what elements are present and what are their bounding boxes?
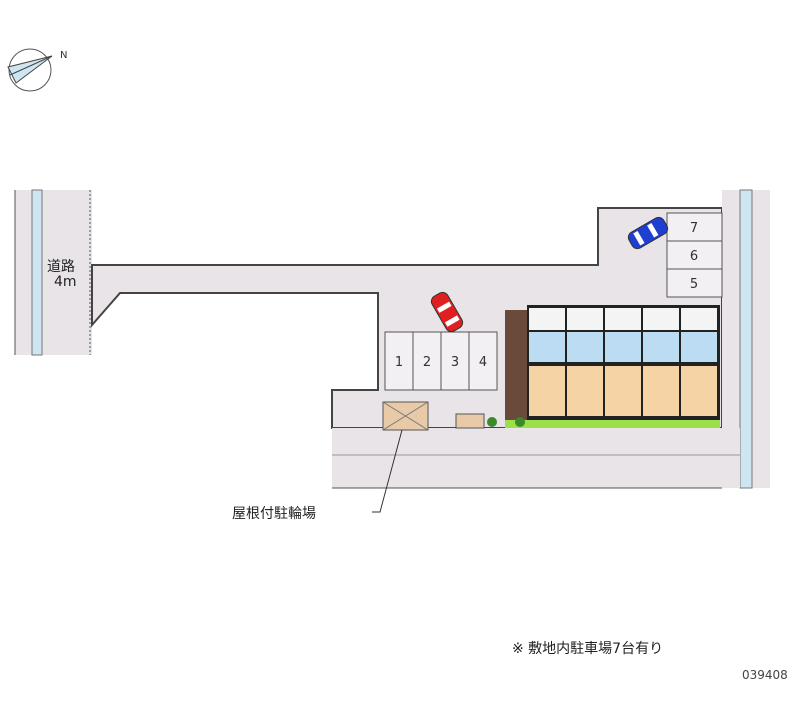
map-code: 039408 (742, 668, 788, 682)
unit-room (643, 366, 679, 416)
parking-row-1-4 (384, 331, 498, 391)
parking-2: 2 (423, 355, 431, 370)
bottom-road (332, 428, 740, 488)
parking-4: 4 (479, 355, 487, 370)
compass-icon (7, 48, 53, 92)
parking-7: 7 (690, 221, 698, 236)
unit-room (681, 308, 717, 330)
road-label: 道路 (47, 256, 75, 276)
unit-room (567, 308, 603, 330)
parking-note: ※ 敷地内駐車場7台有り (512, 641, 664, 657)
parking-6: 6 (690, 249, 698, 264)
unit-room (567, 366, 603, 416)
unit-room (529, 366, 565, 416)
parking-3: 3 (451, 355, 459, 370)
unit-room (681, 332, 717, 362)
road-width: 4m (54, 274, 77, 290)
red-car-icon (430, 291, 464, 333)
parking-1: 1 (395, 355, 403, 370)
unit-room (643, 332, 679, 362)
unit-room (529, 332, 565, 362)
parking-5: 5 (690, 277, 698, 292)
unit-room (529, 308, 565, 330)
north-label: N (60, 50, 67, 61)
apartment-building (505, 305, 720, 428)
unit-room (605, 308, 641, 330)
blue-car-icon (627, 216, 669, 250)
leader-line (372, 429, 403, 513)
unit-room (605, 366, 641, 416)
unit-room (605, 332, 641, 362)
unit-room (681, 366, 717, 416)
parking-row-5-7 (666, 212, 723, 298)
bike-shelter-label: 屋根付駐輪場 (232, 506, 316, 522)
unit-room (567, 332, 603, 362)
unit-room (643, 308, 679, 330)
